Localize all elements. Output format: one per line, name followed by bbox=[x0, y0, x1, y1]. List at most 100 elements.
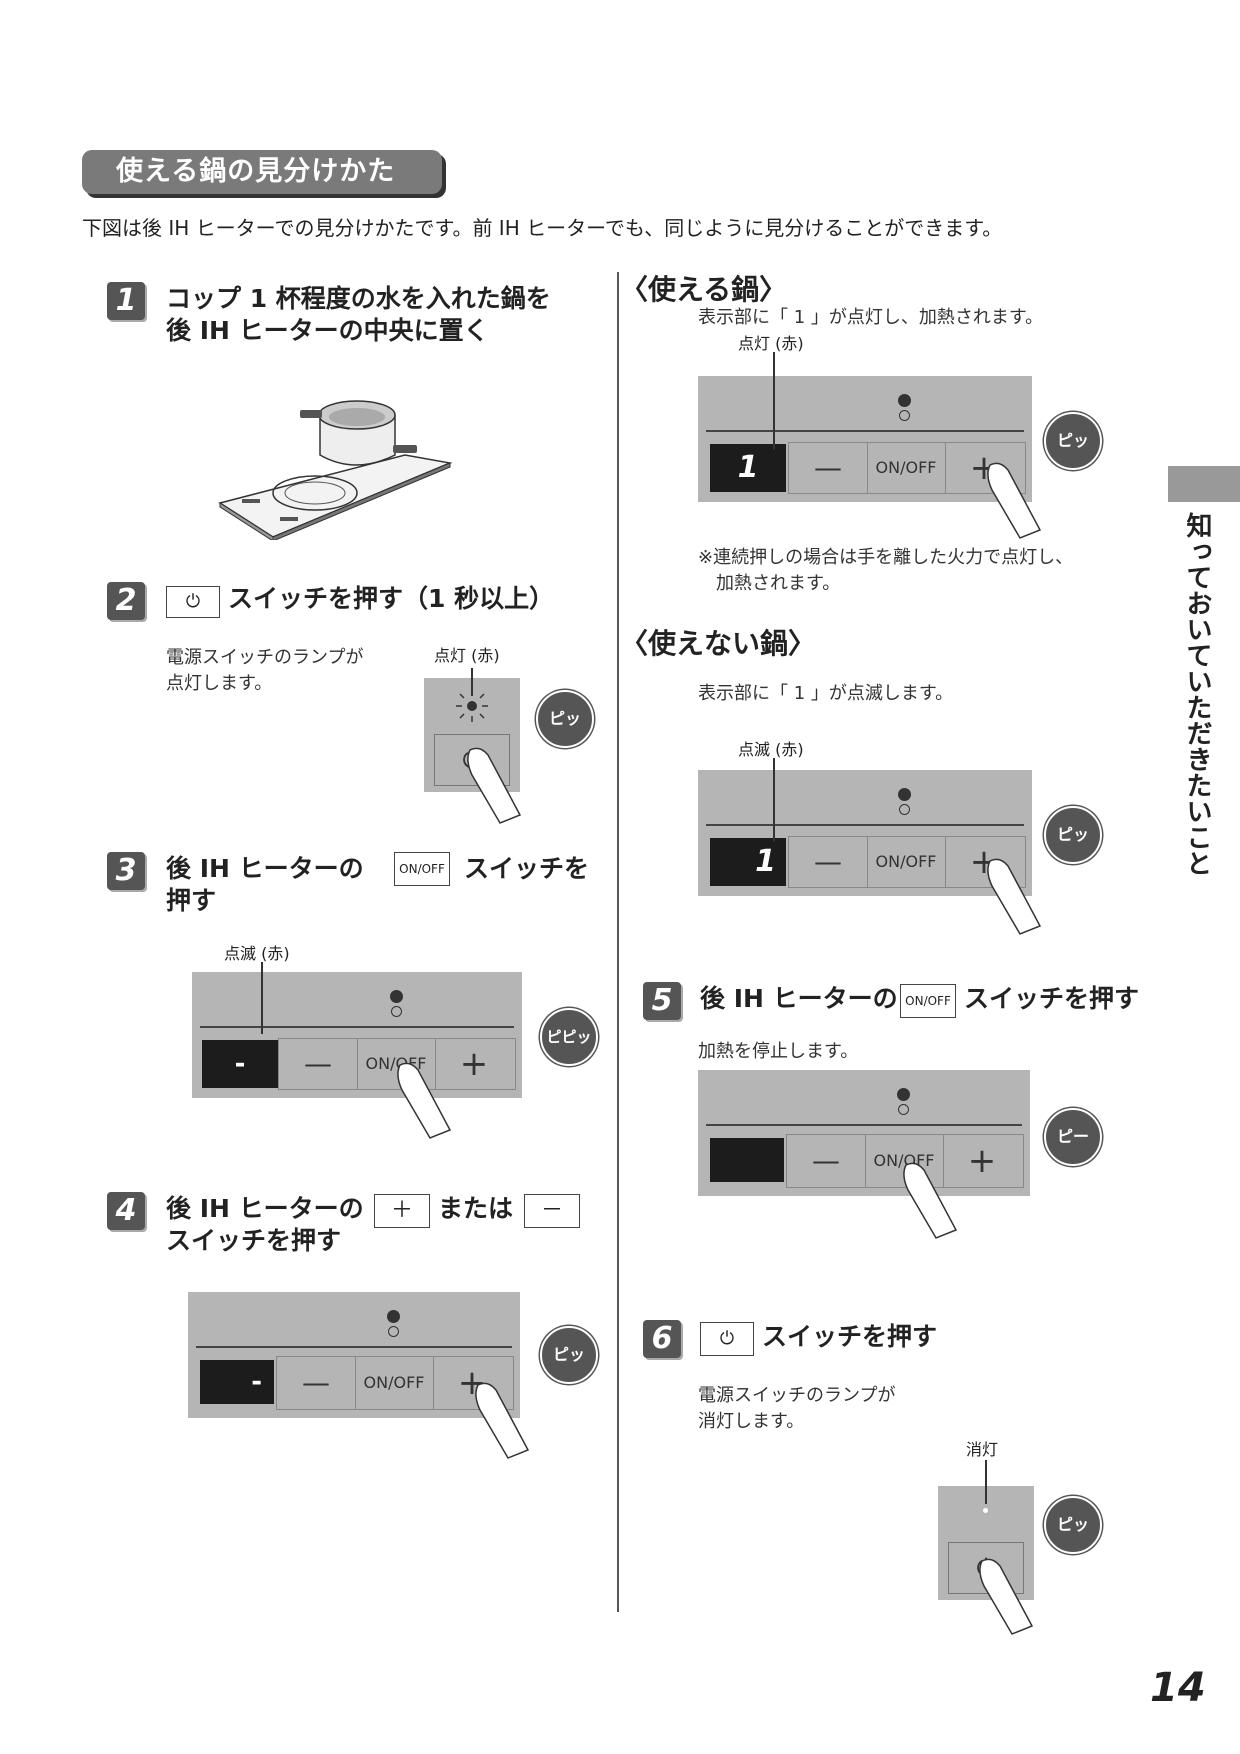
usable-note-line2: 加熱されます。 bbox=[716, 573, 841, 594]
step-6-leader-line bbox=[985, 1460, 987, 1504]
heat-display: 1 bbox=[710, 444, 786, 492]
step-4-line2: スイッチを押す bbox=[166, 1226, 342, 1255]
intro-text: 下図は後 IH ヒーターでの見分けかたです。前 IH ヒーターでも、同じように見… bbox=[82, 216, 1003, 240]
onoff-button-icon: ON/OFF bbox=[394, 852, 450, 886]
step-2-sound-bubble: ピッ bbox=[536, 690, 594, 748]
minus-key: — bbox=[789, 443, 868, 493]
step-5-sound-bubble: ピー bbox=[1044, 1108, 1102, 1166]
step-2-leader-line bbox=[471, 668, 473, 696]
usable-pot-desc: 表示部に「 1 」が点灯し、加熱されます。 bbox=[698, 307, 1044, 328]
step-4-pre: 後 IH ヒーターの bbox=[166, 1194, 364, 1223]
step-3-post: スイッチを bbox=[464, 854, 590, 883]
plus-key: + bbox=[459, 1044, 489, 1084]
step-4-control-panel: - — ON/OFF + bbox=[188, 1292, 520, 1418]
step-4-sound-bubble: ピッ bbox=[540, 1326, 598, 1384]
panel-divider bbox=[200, 1026, 514, 1028]
step-5-pre: 後 IH ヒーターの bbox=[700, 984, 898, 1013]
plus-button-icon: ＋ bbox=[374, 1194, 430, 1228]
lamp-bottom bbox=[898, 1104, 909, 1115]
unusable-pot-desc: 表示部に「 1 」が点滅します。 bbox=[698, 683, 954, 704]
panel-divider bbox=[706, 430, 1024, 432]
usable-pot-heading: 〈使える鍋〉 bbox=[620, 273, 788, 306]
step-4-mid: または bbox=[438, 1194, 514, 1223]
usable-note-line1: ※連続押しの場合は手を離した火力で点灯し、 bbox=[698, 547, 1074, 568]
step-6-number: 6 bbox=[643, 1320, 681, 1358]
side-tab-label: 知っておいていただきたいこと bbox=[1182, 512, 1212, 876]
heat-display: 1 bbox=[710, 838, 786, 886]
onoff-key: ON/OFF bbox=[355, 1357, 434, 1409]
onoff-button-icon: ON/OFF bbox=[900, 984, 956, 1018]
unusable-leader-line bbox=[773, 758, 775, 842]
cooktop-with-pot-illustration bbox=[218, 400, 453, 540]
step-6-text: スイッチを押す bbox=[762, 1322, 938, 1351]
step-5-number: 5 bbox=[643, 982, 681, 1020]
step-3-control-panel: - — ON/OFF + bbox=[192, 972, 522, 1098]
onoff-key: ON/OFF bbox=[867, 837, 946, 887]
column-divider bbox=[617, 272, 619, 1612]
step-6-sound-bubble: ピッ bbox=[1044, 1496, 1102, 1554]
finger-icon bbox=[987, 462, 1042, 539]
step-3-number: 3 bbox=[107, 852, 145, 890]
lamp-top bbox=[897, 1088, 910, 1101]
power-button-icon: ⏻ bbox=[166, 586, 220, 618]
step-1-line2: 後 IH ヒーターの中央に置く bbox=[166, 316, 489, 345]
step-6-desc-line2: 消灯します。 bbox=[698, 1411, 805, 1432]
step-2-desc-line2: 点灯します。 bbox=[166, 673, 273, 694]
step-6-desc-line1: 電源スイッチのランプが bbox=[698, 1385, 896, 1406]
lamp-top bbox=[898, 394, 911, 407]
onoff-key: ON/OFF bbox=[867, 443, 946, 493]
finger-icon bbox=[467, 747, 522, 824]
plus-key: + bbox=[967, 1141, 997, 1181]
step-1-number: 1 bbox=[107, 282, 145, 320]
page-number: 14 bbox=[1150, 1665, 1206, 1711]
usable-lamp-label: 点灯 (赤) bbox=[738, 334, 804, 353]
key-row: — ON/OFF + bbox=[786, 1134, 1024, 1188]
lamp-top bbox=[898, 788, 911, 801]
lamp-bottom bbox=[388, 1326, 399, 1337]
side-tab-marker bbox=[1168, 466, 1240, 502]
step-3-leader-line bbox=[261, 962, 263, 1034]
finger-icon bbox=[903, 1162, 958, 1239]
heat-display-off bbox=[710, 1138, 784, 1182]
finger-icon bbox=[475, 1382, 530, 1459]
heat-display: - bbox=[202, 1040, 278, 1088]
step-5-control-panel: — ON/OFF + bbox=[698, 1070, 1030, 1196]
key-row: — ON/OFF + bbox=[788, 442, 1026, 494]
lamp-top bbox=[387, 1310, 400, 1323]
unusable-control-panel: 1 — ON/OFF + bbox=[698, 770, 1032, 896]
minus-key: — bbox=[279, 1039, 358, 1089]
panel-divider bbox=[706, 824, 1024, 826]
lamp-bottom bbox=[391, 1006, 402, 1017]
unusable-sound-bubble: ピッ bbox=[1044, 806, 1102, 864]
finger-icon bbox=[987, 858, 1042, 935]
heat-display: - bbox=[200, 1360, 274, 1404]
minus-key: — bbox=[789, 837, 868, 887]
minus-button-icon: － bbox=[524, 1194, 580, 1228]
usable-sound-bubble: ピッ bbox=[1044, 412, 1102, 470]
step-3-line2: 押す bbox=[166, 886, 217, 915]
lamp-bottom bbox=[899, 410, 910, 421]
step-3-pre: 後 IH ヒーターの bbox=[166, 854, 364, 883]
finger-icon bbox=[979, 1558, 1034, 1635]
step-2-lamp-label: 点灯 (赤) bbox=[434, 646, 500, 665]
minus-key: — bbox=[277, 1357, 356, 1409]
step-1-line1: コップ 1 杯程度の水を入れた鍋を bbox=[166, 284, 551, 313]
step-4-number: 4 bbox=[107, 1192, 145, 1230]
step-3-blink-label: 点滅 (赤) bbox=[224, 944, 290, 963]
step-3-sound-bubble: ピピッ bbox=[540, 1008, 598, 1066]
step-5-desc: 加熱を停止します。 bbox=[698, 1041, 859, 1062]
unusable-lamp-label: 点滅 (赤) bbox=[738, 740, 804, 759]
panel-divider bbox=[706, 1124, 1022, 1126]
minus-key: — bbox=[787, 1135, 866, 1187]
step-2-desc-line1: 電源スイッチのランプが bbox=[166, 647, 364, 668]
lamp-top bbox=[390, 990, 403, 1003]
step-5-post: スイッチを押す bbox=[964, 984, 1140, 1013]
panel-divider bbox=[196, 1346, 512, 1348]
unusable-pot-heading: 〈使えない鍋〉 bbox=[620, 627, 817, 660]
finger-icon bbox=[397, 1062, 452, 1139]
usable-control-panel: 1 — ON/OFF + bbox=[698, 376, 1032, 502]
lamp-off-icon bbox=[983, 1508, 988, 1513]
step-2-text: スイッチを押す（1 秒以上） bbox=[228, 584, 555, 613]
key-row: — ON/OFF + bbox=[788, 836, 1026, 888]
section-title: 使える鍋の見分けかた bbox=[82, 150, 442, 194]
